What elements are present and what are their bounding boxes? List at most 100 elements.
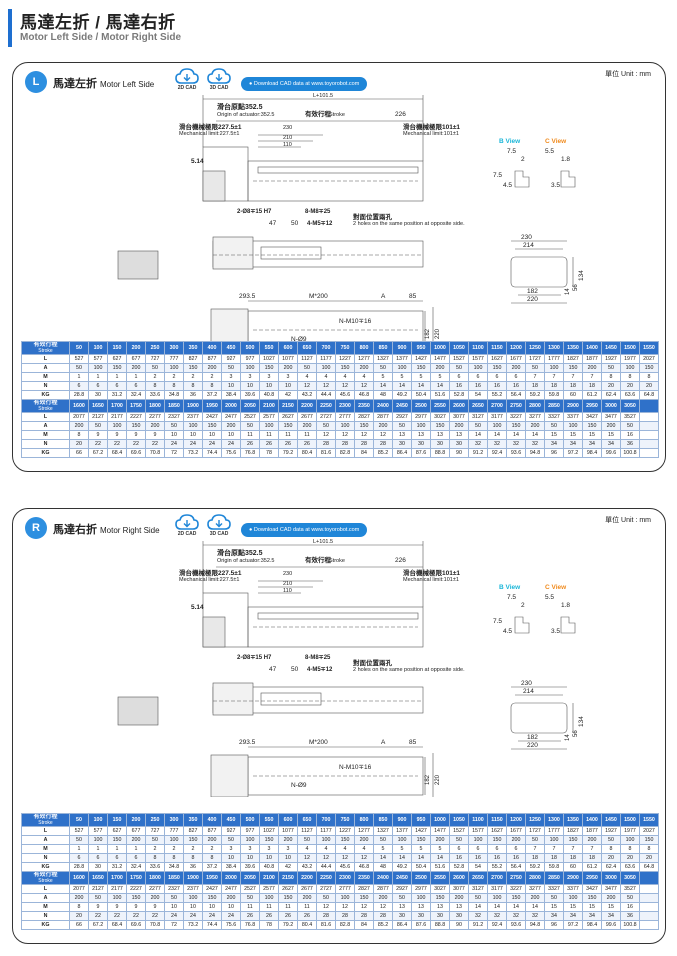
table-cell: 50 [164, 893, 184, 903]
table-cell: 1777 [544, 354, 564, 364]
dim-2935: 293.5 [239, 739, 256, 746]
table-cell: 24 [164, 911, 184, 921]
stroke-cell: 2450 [392, 399, 412, 413]
table-cell: 94.8 [525, 920, 545, 930]
table-cell: 3327 [544, 884, 564, 894]
table-cell: 2277 [145, 884, 165, 894]
table-cell: 13 [411, 430, 431, 440]
dim-slide-origin-zh: 滑台原點352.5 [217, 548, 263, 557]
dim-a-top: A [381, 739, 386, 746]
table-cell: 1627 [487, 826, 507, 836]
download-cad-text: Download CAD data at www.toyorobot.com [253, 81, 360, 87]
panel-title-zh: 馬達右折 [53, 524, 97, 536]
table-cell: 2477 [221, 412, 241, 422]
cad-3d-button[interactable]: 3D CAD [205, 67, 233, 97]
table-cell: 3427 [582, 412, 602, 422]
table-cell: 100 [411, 421, 431, 431]
table-cell: 6 [107, 853, 127, 863]
stroke-cell: 2400 [373, 399, 393, 413]
table-cell: 32 [506, 911, 526, 921]
table-cell: 977 [240, 826, 260, 836]
table-cell: 50 [544, 421, 564, 431]
table-cell: 100 [392, 835, 412, 845]
table-cell: 84 [354, 920, 374, 930]
table-cell: 2 [145, 372, 165, 382]
table-cell: 20 [69, 911, 89, 921]
stroke-cell: 2250 [316, 871, 336, 885]
table-cell: 2977 [411, 412, 431, 422]
stroke-cell: 2950 [582, 871, 602, 885]
table-cell: 3127 [468, 884, 488, 894]
table-cell: 55.2 [487, 862, 507, 872]
table-cell: 12 [354, 853, 374, 863]
table-cell: 16 [449, 381, 469, 391]
table-cell: 18 [582, 381, 602, 391]
row-label: M [21, 430, 70, 440]
table-cell: 6 [487, 372, 507, 382]
stroke-cell: 3000 [601, 871, 621, 885]
table-cell: 52.8 [449, 862, 469, 872]
panel-title-en: Motor Left Side [100, 80, 155, 89]
table-cell: 32 [525, 439, 545, 449]
table-cell: 20 [639, 381, 659, 391]
table-cell: 40.8 [259, 862, 279, 872]
dim-m200-top: M*200 [309, 293, 328, 300]
table-cell: 2077 [69, 884, 89, 894]
dim-stroke-zh: 有效行程 [305, 555, 332, 564]
table-cell: 44.4 [316, 862, 336, 872]
table-cell: 8 [145, 381, 165, 391]
table-cell: 10 [278, 381, 298, 391]
table-cell: 61.2 [582, 390, 602, 400]
table-cell: 2427 [202, 412, 222, 422]
table-cell: 24 [221, 911, 241, 921]
table-cell: 24 [183, 439, 203, 449]
table-cell: 24 [202, 439, 222, 449]
table-cell: 22 [145, 439, 165, 449]
table-cell: 1677 [506, 826, 526, 836]
table-cell: 30 [411, 439, 431, 449]
stroke-cell: 1350 [563, 813, 583, 827]
table-cell: 50 [525, 835, 545, 845]
cad-2d-button[interactable]: 2D CAD [173, 513, 201, 543]
table-cell: 2077 [69, 412, 89, 422]
table-cell: 34 [601, 439, 621, 449]
table-cell: 9 [88, 902, 108, 912]
table-cell: 43.2 [297, 390, 317, 400]
table-cell: 1027 [259, 826, 279, 836]
table-cell: 13 [430, 902, 450, 912]
table-cell: 26 [240, 911, 260, 921]
download-cad-link[interactable]: ● Download CAD data at www.toyorobot.com [241, 523, 368, 537]
table-cell: 14 [506, 902, 526, 912]
table-cell: 82.8 [335, 920, 355, 930]
dim-182-end: 182 [527, 734, 538, 741]
stroke-cell: 2550 [430, 871, 450, 885]
table-cell: 1427 [411, 354, 431, 364]
c-view-label: C View [545, 584, 567, 591]
table-cell: 2127 [88, 884, 108, 894]
stroke-cell: 1800 [145, 399, 165, 413]
table-cell: 28 [373, 911, 393, 921]
table-cell: 3427 [582, 884, 602, 894]
empty-cell [639, 412, 659, 422]
table-cell: 3477 [601, 412, 621, 422]
b-view-label: B View [499, 584, 521, 591]
download-cad-link[interactable]: ● Download CAD data at www.toyorobot.com [241, 77, 368, 91]
empty-cell [639, 911, 659, 921]
stroke-cell: 2350 [354, 871, 374, 885]
table-cell: 32 [487, 911, 507, 921]
table-cell: 877 [202, 826, 222, 836]
empty-cell [639, 893, 659, 903]
stroke-cell: 400 [202, 813, 222, 827]
stroke-cell: 600 [278, 341, 298, 355]
table-cell: 200 [354, 835, 374, 845]
cad-2d-label: 2D CAD [177, 531, 197, 537]
table-cell: 150 [582, 893, 602, 903]
stroke-cell: 350 [183, 813, 203, 827]
cad-2d-button[interactable]: 2D CAD [173, 67, 201, 97]
dim-35-c: 3.5 [551, 182, 560, 189]
cad-3d-button[interactable]: 3D CAD [205, 513, 233, 543]
